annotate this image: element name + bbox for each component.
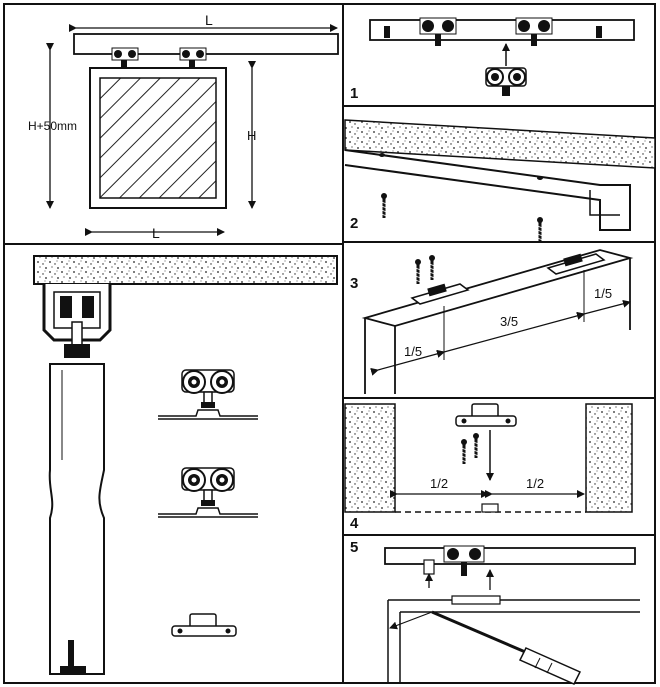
step-2-panel: 2 <box>344 119 656 244</box>
step5-track <box>384 547 636 565</box>
step3-screw-left-icon <box>413 257 423 286</box>
ceiling-slab <box>33 255 338 285</box>
step1-roller-left-icon <box>419 17 457 46</box>
roller-assembly-bottom-icon <box>157 467 259 518</box>
roller-right-icon <box>179 47 207 68</box>
step4-wall-right <box>585 403 633 513</box>
door-panel <box>99 77 217 199</box>
step3-bracket-right-icon <box>546 253 606 275</box>
step2-screw-right-icon <box>535 215 545 244</box>
step4-left-half: 1/2 <box>430 476 448 491</box>
step1-track <box>369 19 635 41</box>
bottom-width-label: L <box>152 225 160 241</box>
step-1-panel: 1 <box>350 17 635 102</box>
cross-section-panel <box>33 255 338 675</box>
step-5-number: 5 <box>350 539 358 556</box>
step-1-number: 1 <box>350 85 358 102</box>
width-label: L <box>205 12 213 28</box>
total-height-label: H+50mm <box>28 119 77 133</box>
roller-assembly-top-icon <box>157 369 259 420</box>
step4-right-half: 1/2 <box>526 476 544 491</box>
floor-guide-part-icon <box>171 613 237 637</box>
step-4-panel: 1/2 1/2 4 <box>344 403 633 532</box>
step2-ceiling <box>344 119 656 169</box>
step3-middle-fraction: 3/5 <box>500 314 518 329</box>
step3-screw-right-icon <box>427 253 437 282</box>
step5-door <box>387 599 640 683</box>
step4-wall-left <box>344 403 396 513</box>
step-5-panel: 5 <box>350 539 640 685</box>
step-2-number: 2 <box>350 215 358 232</box>
step-4-number: 4 <box>350 515 359 532</box>
step2-track <box>344 149 631 231</box>
step4-floor-guide-icon <box>455 403 517 427</box>
step3-left-fraction: 1/5 <box>404 344 422 359</box>
step3-bracket-left-icon <box>410 283 470 305</box>
step-3-panel: 1/5 3/5 1/5 3 <box>350 249 634 394</box>
roller-left-icon <box>111 47 139 68</box>
track-profile <box>42 284 112 358</box>
door-profile <box>48 363 105 675</box>
step4-screw-right-icon <box>471 431 481 460</box>
overview-panel: L H+50mm H L <box>28 12 339 241</box>
step4-screw-left-icon <box>459 437 469 466</box>
step1-roller-insert-icon <box>485 67 527 96</box>
step5-roller-icon <box>443 545 485 576</box>
floor-guide-icon <box>60 640 86 674</box>
outer-frame <box>3 3 656 684</box>
screwdriver-shaft-icon <box>431 610 531 656</box>
height-label: H <box>247 128 256 143</box>
step3-right-fraction: 1/5 <box>594 286 612 301</box>
step-3-number: 3 <box>350 275 358 292</box>
step1-roller-right-icon <box>515 17 553 46</box>
step2-screw-left-icon <box>379 191 389 220</box>
